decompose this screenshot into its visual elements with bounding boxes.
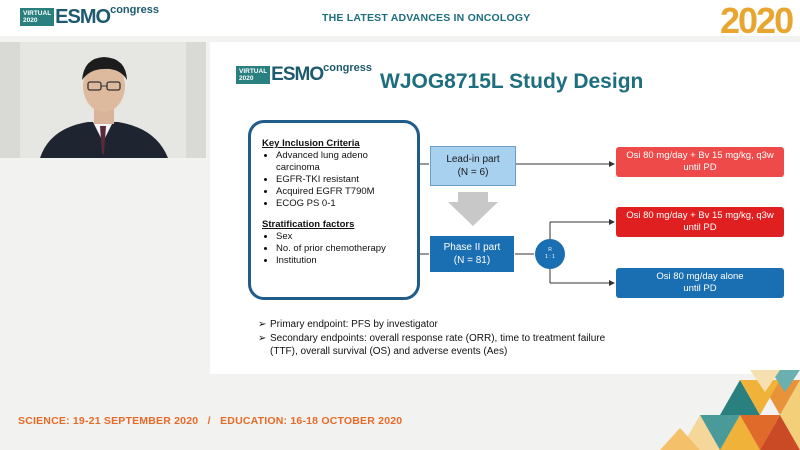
slide-logo-esmo-text: ESMO: [271, 64, 324, 85]
leadin-count: (N = 6): [457, 167, 489, 178]
slide-logo-year-text: 2020: [239, 75, 254, 82]
footer-dates: SCIENCE: 19-21 SEPTEMBER 2020 / EDUCATIO…: [18, 415, 403, 427]
randomization-circle: R 1 : 1: [535, 239, 565, 269]
list-item: No. of prior chemotherapy: [276, 243, 412, 255]
arrow-bullet-icon: ➢: [258, 333, 267, 344]
randomization-label: R: [548, 247, 552, 253]
randomization-ratio: 1 : 1: [545, 254, 555, 260]
arm-regimen: Osi 80 mg/day + Bv 15 mg/kg, q3w: [626, 210, 774, 221]
primary-endpoint: Primary endpoint: PFS by investigator: [270, 319, 438, 330]
list-item: Institution: [276, 255, 412, 267]
leadin-part-box: Lead-in part (N = 6): [430, 146, 516, 186]
arrow-bullet-icon: ➢: [258, 319, 267, 330]
presentation-slide: VIRTUAL 2020 ESMO congress WJOG8715L Stu…: [210, 42, 800, 374]
arm-duration: until PD: [683, 283, 717, 294]
list-item: Advanced lung adeno carcinoma: [276, 150, 412, 174]
list-item: Acquired EGFR T790M: [276, 186, 412, 198]
stratification-heading: Stratification factors: [262, 219, 355, 230]
logo-virtual-badge: VIRTUAL 2020: [20, 8, 55, 26]
inclusion-box: [248, 120, 420, 300]
stratification-list: Sex No. of prior chemotherapy Institutio…: [262, 231, 412, 267]
footer-triangle-pattern-icon: [660, 370, 800, 450]
slide-logo-virtual-text: VIRTUAL: [239, 68, 268, 75]
secondary-endpoints: Secondary endpoints: overall response ra…: [270, 333, 606, 357]
list-item: ➢ Primary endpoint: PFS by investigator: [258, 318, 618, 331]
inclusion-heading: Key Inclusion Criteria: [262, 138, 360, 149]
logo-esmo-text: ESMO: [55, 5, 111, 28]
inclusion-text: Key Inclusion Criteria Advanced lung ade…: [262, 138, 412, 267]
inclusion-list: Advanced lung adeno carcinoma EGFR-TKI r…: [262, 150, 412, 210]
arm-phase2-combination: Osi 80 mg/day + Bv 15 mg/kg, q3w until P…: [616, 207, 784, 237]
logo-virtual-text: VIRTUAL: [23, 10, 52, 17]
tagline: THE LATEST ADVANCES IN ONCOLOGY: [322, 12, 531, 24]
speaker-avatar: [0, 42, 206, 158]
arm-regimen: Osi 80 mg/day + Bv 15 mg/kg, q3w: [626, 150, 774, 161]
list-item: EGFR-TKI resistant: [276, 174, 412, 186]
down-arrow-icon: [448, 192, 498, 226]
speaker-video: [0, 42, 206, 158]
logo-congress-text: congress: [110, 4, 159, 16]
list-item: ECOG PS 0-1: [276, 198, 412, 210]
leadin-label: Lead-in part: [446, 154, 500, 165]
phase2-part-box: Phase II part (N = 81): [430, 236, 514, 272]
slide-logo-virtual-badge: VIRTUAL 2020: [236, 66, 271, 84]
phase2-label: Phase II part: [443, 242, 501, 253]
phase2-count: (N = 81): [453, 255, 491, 266]
arm-leadin-combination: Osi 80 mg/day + Bv 15 mg/kg, q3w until P…: [616, 147, 784, 177]
arm-phase2-monotherapy: Osi 80 mg/day alone until PD: [616, 268, 784, 298]
arm-regimen: Osi 80 mg/day alone: [656, 271, 744, 282]
top-banner: VIRTUAL 2020 ESMO congress THE LATEST AD…: [0, 0, 800, 41]
slide-title: WJOG8715L Study Design: [380, 70, 644, 93]
year-graphic: 2020: [720, 0, 794, 41]
logo-year-text: 2020: [23, 17, 38, 24]
slide-esmo-logo: VIRTUAL 2020 ESMO congress: [236, 62, 373, 86]
esmo-logo: VIRTUAL 2020 ESMO congress: [20, 4, 159, 28]
slide-logo-congress-text: congress: [323, 62, 373, 74]
endpoints-list: ➢ Primary endpoint: PFS by investigator …: [258, 318, 618, 359]
list-item: Sex: [276, 231, 412, 243]
list-item: ➢ Secondary endpoints: overall response …: [258, 332, 618, 358]
arm-duration: until PD: [683, 162, 717, 173]
arm-duration: until PD: [683, 222, 717, 233]
